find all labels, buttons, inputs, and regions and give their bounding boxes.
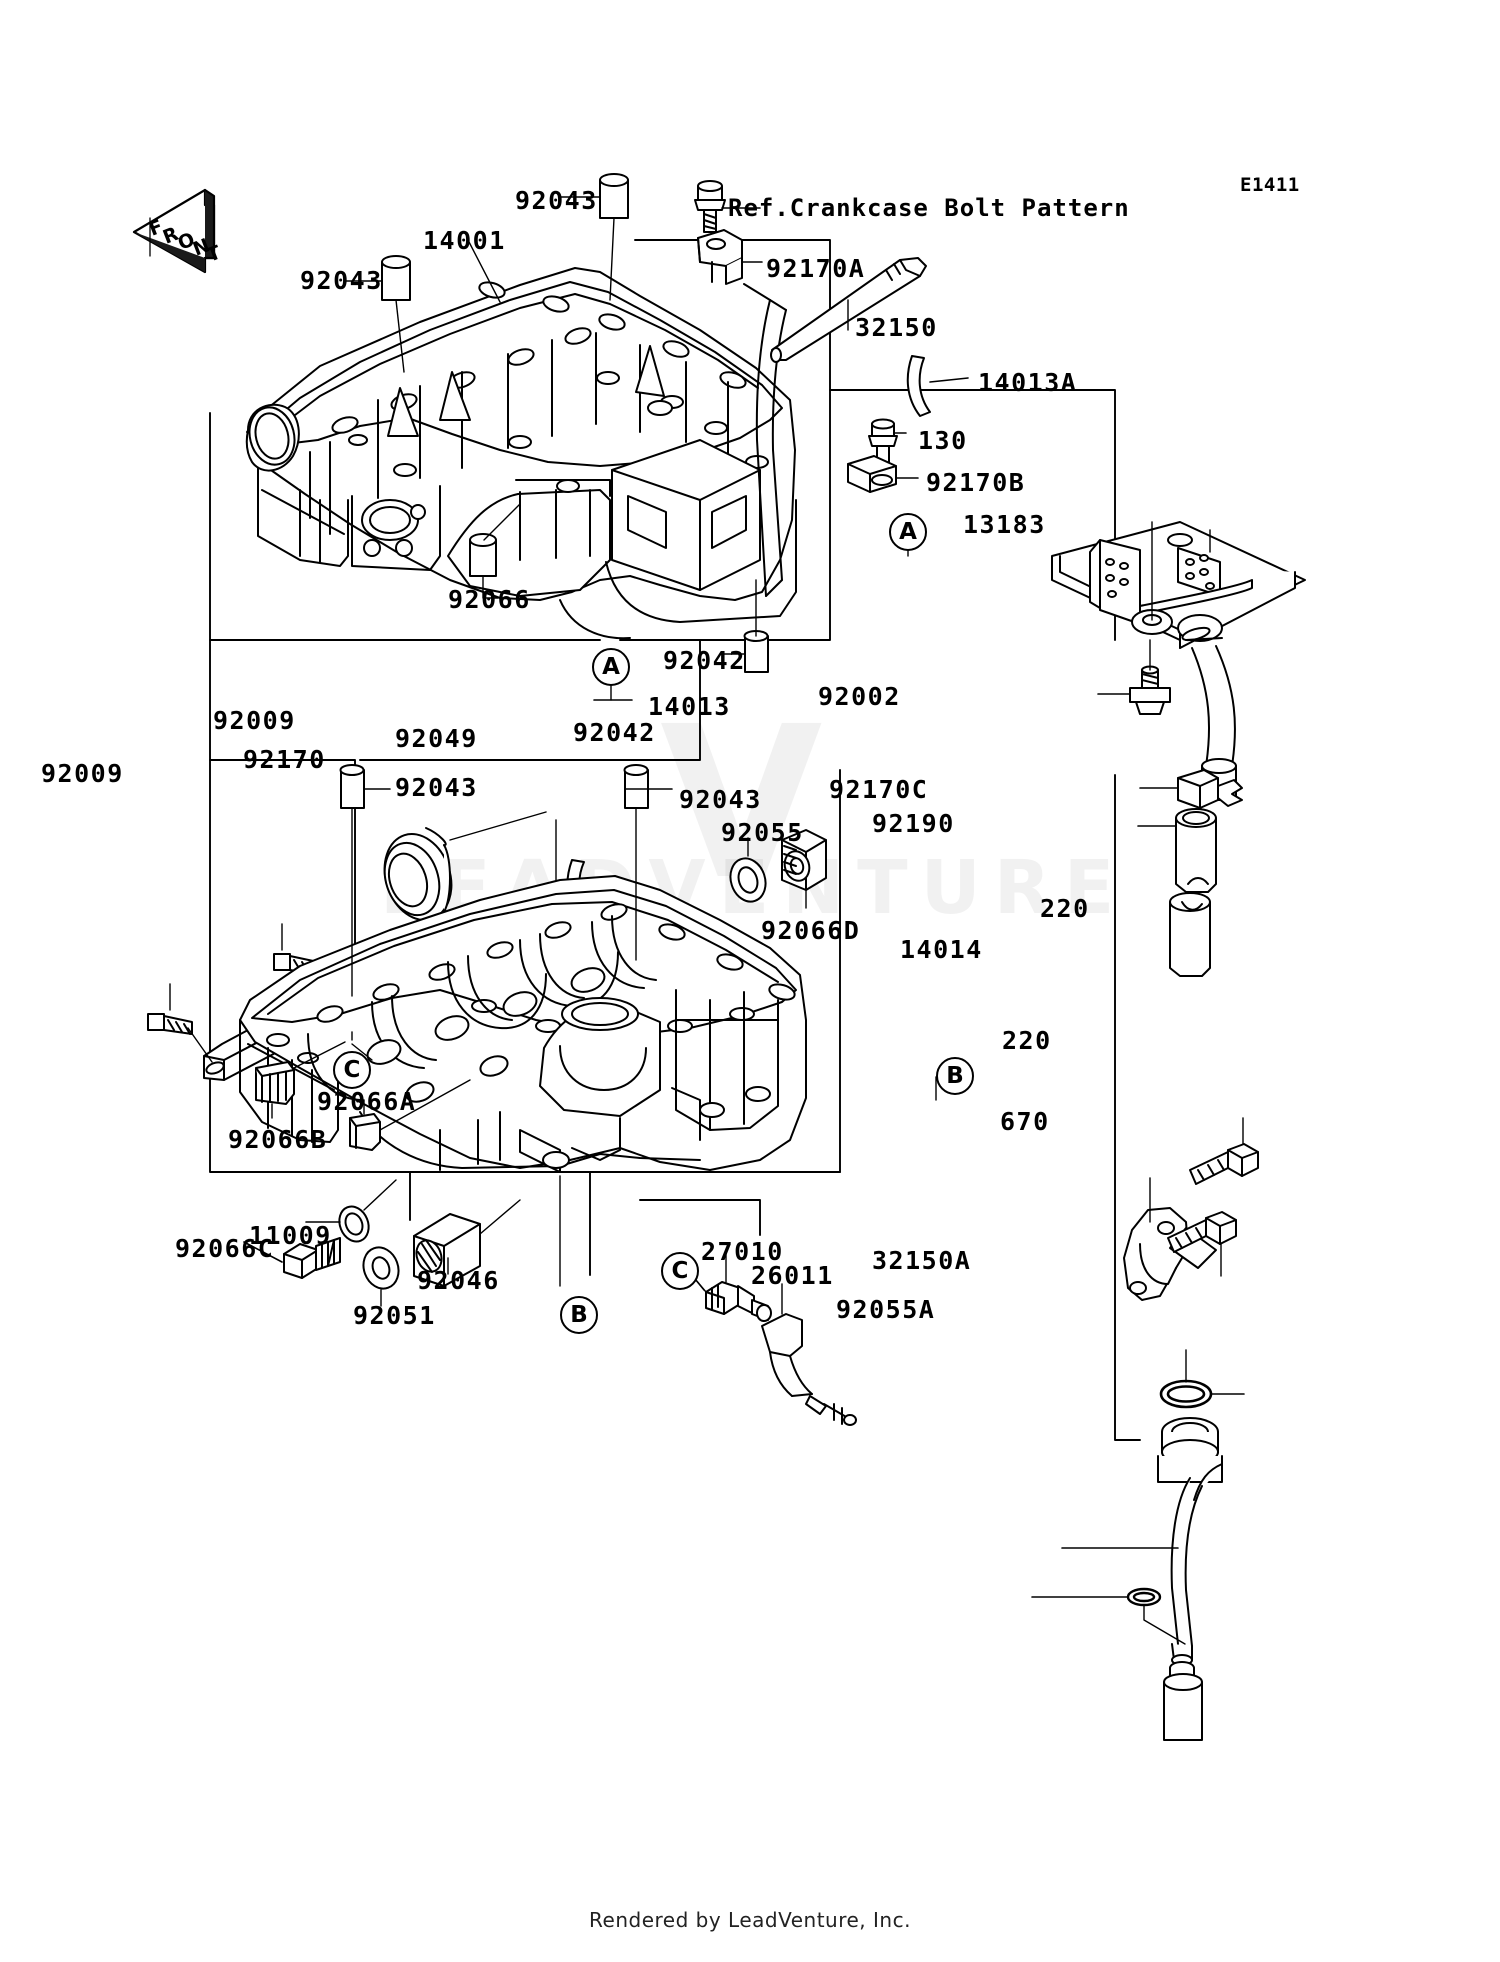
part-label-92009-upper: 92009 [213,706,296,735]
svg-text:O: O [175,228,198,254]
diagram-code: E1411 [1240,174,1300,196]
footer-credit: Rendered by LeadVenture, Inc. [589,1908,911,1932]
part-label-92170c: 92170C [829,775,929,804]
part-label-92066d: 92066D [761,916,861,945]
section-callout-b-lower: B [560,1296,598,1334]
part-label-92051: 92051 [353,1301,436,1330]
svg-text:T: T [204,241,224,266]
section-callout-c-left: C [333,1051,371,1089]
part-label-11009: 11009 [249,1221,332,1250]
part-label-92170b: 92170B [926,468,1026,497]
part-label-92066: 92066 [448,585,531,614]
part-label-32150a: 32150A [872,1246,972,1275]
part-label-13183: 13183 [963,510,1046,539]
section-callout-a-upper: A [592,648,630,686]
part-label-26011: 26011 [751,1261,834,1290]
section-callout-c-bottom: C [661,1252,699,1290]
section-callout-a-right: A [889,513,927,551]
part-label-14001: 14001 [423,226,506,255]
part-label-92009-lower: 92009 [41,759,124,788]
part-label-92042-lower: 92042 [573,718,656,747]
part-label-92043-lowerright: 92043 [679,785,762,814]
part-label-14014: 14014 [900,935,983,964]
part-label-670: 670 [1000,1107,1050,1136]
part-label-130: 130 [918,426,968,455]
part-label-27010: 27010 [701,1237,784,1266]
part-label-92042-upper: 92042 [663,646,746,675]
part-label-92170a: 92170A [766,254,866,283]
part-label-14013a: 14013A [978,368,1078,397]
part-label-92066b: 92066B [228,1125,328,1154]
ref-crankcase-bolt-pattern-note: Ref.Crankcase Bolt Pattern [728,194,1130,222]
part-label-92002: 92002 [818,682,901,711]
part-label-220-lower: 220 [1002,1026,1052,1055]
part-label-92190: 92190 [872,809,955,838]
svg-text:N: N [190,234,213,260]
part-label-92170: 92170 [243,745,326,774]
part-label-92043-lowerleft: 92043 [395,773,478,802]
part-label-92055a: 92055A [836,1295,936,1324]
section-callout-b-right: B [936,1057,974,1095]
part-label-14013: 14013 [648,692,731,721]
part-label-92066a: 92066A [317,1087,417,1116]
part-label-32150: 32150 [855,313,938,342]
part-label-92043-top: 92043 [515,186,598,215]
part-label-220-upper: 220 [1040,894,1090,923]
part-label-92046: 92046 [417,1266,500,1295]
part-label-92066c: 92066C [175,1234,275,1263]
part-label-92043-topleft: 92043 [300,266,383,295]
part-label-92055: 92055 [721,818,804,847]
part-label-92049: 92049 [395,724,478,753]
